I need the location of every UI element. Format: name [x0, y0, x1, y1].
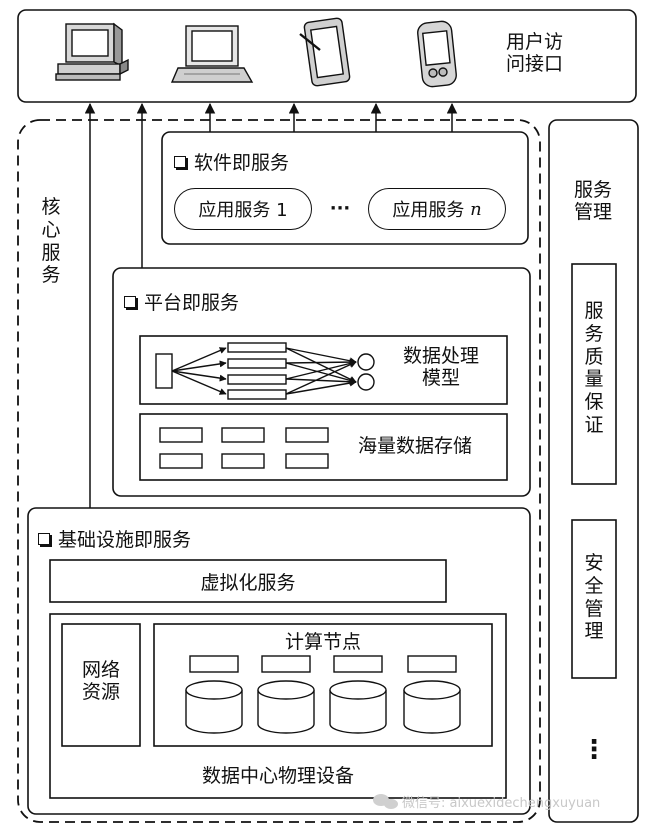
- paas-title: 平台即服务: [124, 288, 239, 315]
- compute-nodes-label: 计算节点: [284, 630, 361, 653]
- virtualization-box: [49, 559, 447, 603]
- checkbox-square-icon: [38, 532, 50, 545]
- tablet-icon: [299, 17, 351, 87]
- security-label: 安 全 管 理: [584, 552, 604, 643]
- more-services-ellipsis: ⋮: [581, 735, 607, 765]
- access-arrows: [84, 102, 458, 508]
- core-services-label: 核 心 服 务: [41, 196, 61, 287]
- data-model-network-graphic: [155, 342, 375, 400]
- storage-label: 海量数据存储: [358, 435, 473, 457]
- watermark: 微信号: aixuexidechengxuyuan: [402, 796, 601, 811]
- qos-label: 服 务 质 量 保 证: [584, 300, 604, 436]
- service-management-label: 服务 管理: [573, 179, 612, 223]
- data-model-label: 数据处理 模型: [402, 345, 479, 389]
- virtualization-label: 虚拟化服务: [200, 571, 296, 594]
- network-resources-box: [61, 623, 141, 747]
- app-service-n: 应用服务 n: [368, 188, 506, 230]
- security-box: [571, 519, 617, 679]
- storage-box: [139, 413, 508, 481]
- qos-box: [571, 263, 617, 485]
- app-service-ellipsis: ···: [329, 197, 351, 219]
- desktop-computer-icon: [55, 22, 129, 81]
- mobile-phone-icon: [417, 20, 457, 88]
- compute-node-servers: [185, 655, 461, 734]
- dc-equipment-label: 数据中心物理设备: [201, 764, 354, 787]
- user-access-label: 用户访 问接口: [506, 31, 564, 75]
- iaas-title: 基础设施即服务: [38, 525, 191, 552]
- core-services-boundary: [17, 119, 541, 823]
- wechat-icon: [373, 794, 398, 809]
- checkbox-square-icon: [174, 155, 186, 168]
- checkbox-square-icon: [124, 295, 136, 308]
- laptop-icon: [170, 25, 254, 83]
- app-service-1: 应用服务 1: [174, 188, 312, 230]
- network-resources-label: 网络 资源: [81, 659, 120, 703]
- storage-blocks-graphic: [159, 427, 329, 469]
- saas-title: 软件即服务: [174, 148, 289, 175]
